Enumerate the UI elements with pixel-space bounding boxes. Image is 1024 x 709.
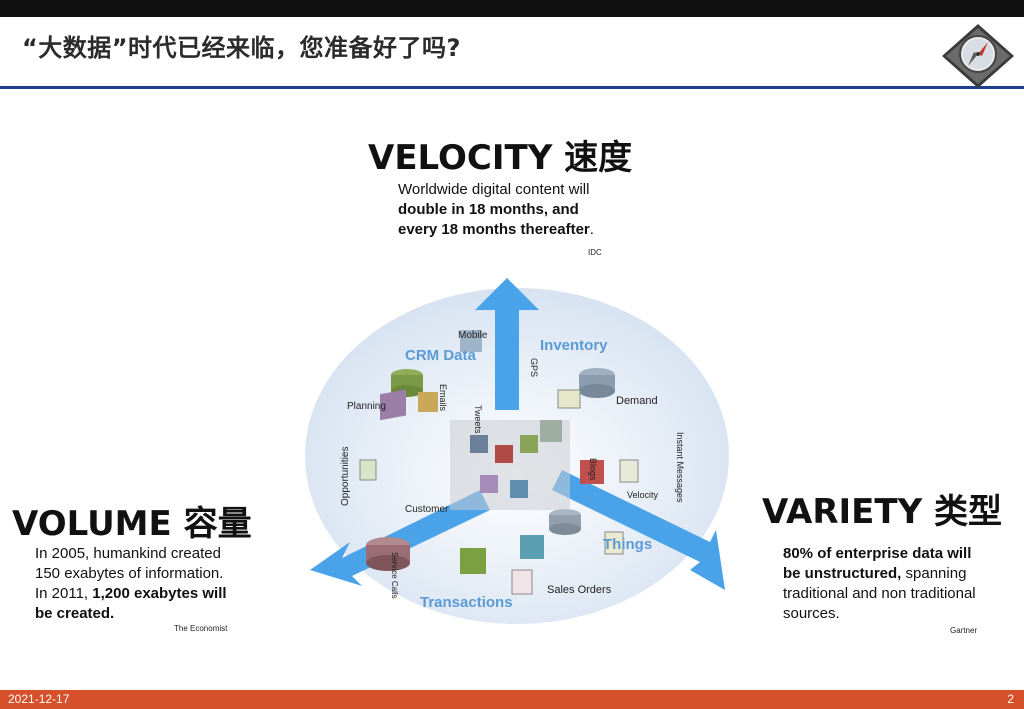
variety-line-2b: spanning <box>901 565 966 582</box>
velocity-line-2: double in 18 months, and <box>398 200 594 220</box>
compass-icon <box>938 20 1018 90</box>
volume-line-4: be created. <box>35 604 227 624</box>
label-mobile: Mobile <box>458 330 488 341</box>
label-sales-orders: Sales Orders <box>547 584 612 596</box>
velocity-line-3: every 18 months thereafter <box>398 221 590 238</box>
label-inventory: Inventory <box>540 337 608 354</box>
label-crm: CRM Data <box>405 347 476 364</box>
title-rule <box>0 86 1024 89</box>
volume-line-3a: In 2011, <box>35 585 92 602</box>
label-tweets: Tweets <box>473 405 483 434</box>
velocity-line-3-end: . <box>590 221 594 238</box>
variety-line-4: sources. <box>783 604 976 624</box>
variety-description: 80% of enterprise data will be unstructu… <box>783 544 976 624</box>
volume-description: In 2005, humankind created 150 exabytes … <box>35 544 227 624</box>
label-demand: Demand <box>616 395 658 407</box>
variety-source: Gartner <box>950 626 977 635</box>
label-service-calls: Service Calls <box>390 552 399 599</box>
volume-line-3b: 1,200 exabytes will <box>92 585 226 602</box>
label-blogs: Blogs <box>588 458 598 481</box>
velocity-heading: VELOCITY 速度 <box>368 130 632 179</box>
variety-line-2a: be unstructured, <box>783 565 901 582</box>
volume-line-1: In 2005, humankind created <box>35 544 227 564</box>
page-number: 2 <box>1007 692 1014 706</box>
variety-line-3: traditional and non traditional <box>783 584 976 604</box>
velocity-source: IDC <box>588 248 602 257</box>
volume-heading: VOLUME 容量 <box>12 496 252 545</box>
label-customer: Customer <box>405 504 449 515</box>
label-opportunities: Opportunities <box>340 447 351 506</box>
label-gps: GPS <box>529 358 539 377</box>
label-emails: Emails <box>438 384 448 412</box>
label-things: Things <box>603 536 652 553</box>
variety-heading: VARIETY 类型 <box>762 484 1002 533</box>
velocity-line-1: Worldwide digital content will <box>398 180 594 200</box>
label-instant-messages: Instant Messages <box>675 432 685 503</box>
big-data-diagram: Mobile CRM Data Inventory Planning Deman… <box>290 270 740 650</box>
volume-line-2: 150 exabytes of information. <box>35 564 227 584</box>
volume-source: The Economist <box>174 624 227 633</box>
footer-date: 2021-12-17 <box>8 692 69 706</box>
label-transactions: Transactions <box>420 594 513 611</box>
variety-line-1: 80% of enterprise data will <box>783 544 976 564</box>
footer-bar <box>0 690 1024 709</box>
label-velocity: Velocity <box>627 490 659 500</box>
slide-title: “大数据”时代已经来临，您准备好了吗? <box>22 28 461 63</box>
label-planning: Planning <box>347 401 386 412</box>
velocity-description: Worldwide digital content will double in… <box>398 180 594 240</box>
top-bar <box>0 0 1024 17</box>
